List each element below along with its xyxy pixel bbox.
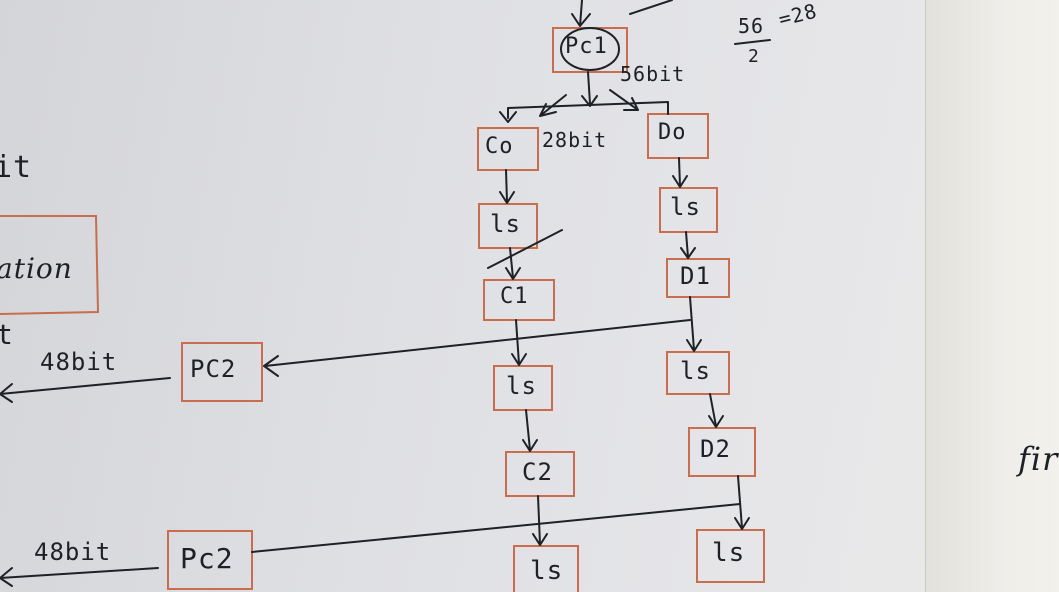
pc1-label: Pc1 <box>565 34 608 59</box>
d1-label: D1 <box>680 262 711 290</box>
right-edge-text: fir <box>1018 440 1059 478</box>
bits28-label: 28bit <box>542 128 608 152</box>
split-line <box>507 101 669 119</box>
fraction-bar <box>734 39 771 45</box>
pc2-top-box <box>181 342 263 402</box>
c0-label: Co <box>485 134 514 159</box>
pc2-top-label: PC2 <box>190 355 237 383</box>
c1-box <box>483 279 555 321</box>
d2-box <box>688 427 756 477</box>
c0-to-ls1 <box>499 169 515 204</box>
ls1-right-label: ls <box>670 193 701 221</box>
d0-label: Do <box>658 120 687 145</box>
margin-text-t: t <box>0 318 14 351</box>
pc2-top-output <box>0 377 171 403</box>
c2-box <box>505 451 575 497</box>
d2-label: D2 <box>700 435 731 463</box>
c0-box <box>477 127 539 171</box>
input-arrow <box>571 0 591 27</box>
margin-text-ation: ation <box>0 252 73 285</box>
ls2-to-d2 <box>708 393 724 428</box>
d1-to-ls2 <box>686 296 702 352</box>
c2-label: C2 <box>522 458 553 486</box>
ls2-to-c2 <box>522 409 538 452</box>
ls2-left-label: ls <box>506 372 537 400</box>
d2-to-ls3 <box>734 475 750 530</box>
round1-to-pc2 <box>263 319 691 377</box>
pc1-down-arrow <box>581 71 598 107</box>
margin-box-fragment <box>0 215 100 315</box>
d1-box <box>666 258 730 298</box>
ls1-left-box <box>478 203 538 249</box>
d0-to-ls1 <box>672 157 688 188</box>
pc2-bottom-output <box>0 567 159 587</box>
round2-to-pc2 <box>251 503 741 553</box>
top-scribble <box>629 0 673 15</box>
strike-line <box>487 229 563 269</box>
c1-to-ls2 <box>511 319 527 366</box>
ls2-left-box <box>493 365 553 411</box>
ls3-right-label: ls <box>712 538 746 568</box>
ls3-left-label: ls <box>530 556 564 586</box>
bits56-label: 56bit <box>620 62 686 86</box>
ls1-to-d1 <box>680 231 696 259</box>
ls3-left-box <box>513 545 579 592</box>
calc-denominator: 2 <box>748 46 760 67</box>
pc2-bottom-box <box>167 530 253 590</box>
split-arrow-right <box>609 89 639 111</box>
ls2-right-box <box>666 351 730 395</box>
calc-numerator: 56 <box>738 14 765 38</box>
split-arrow-left <box>539 94 567 117</box>
c2-to-ls3 <box>532 495 548 546</box>
ls1-right-box <box>659 187 718 233</box>
pc2-bottom-label: Pc2 <box>180 542 234 575</box>
margin-text-it: it <box>0 150 33 185</box>
next-page-edge <box>925 0 1059 592</box>
bits48-bottom-label: 48bit <box>34 538 112 566</box>
split-tip-left <box>499 111 517 123</box>
bits48-top-label: 48bit <box>40 348 118 376</box>
ls2-right-label: ls <box>680 357 711 385</box>
ls3-right-box <box>696 529 765 583</box>
ls1-left-label: ls <box>490 210 521 238</box>
ls1-to-c1 <box>505 247 521 280</box>
pc1-circle <box>560 27 620 71</box>
c1-label: C1 <box>500 284 529 309</box>
